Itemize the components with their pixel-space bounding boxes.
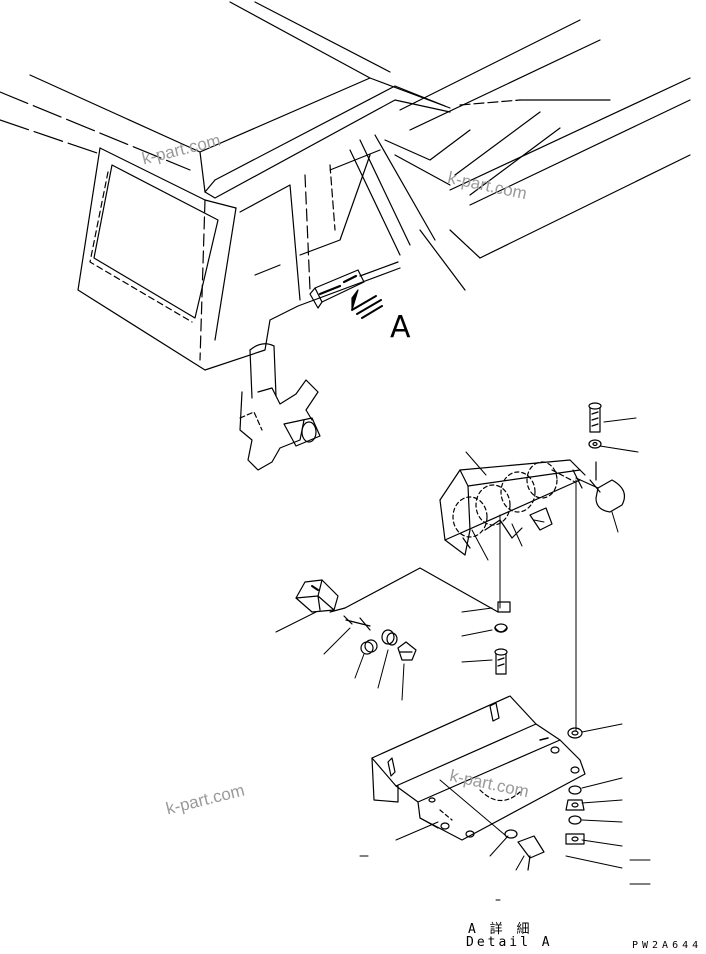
caption-english: Detail A — [466, 935, 553, 950]
washer — [494, 439, 602, 839]
connector — [295, 567, 499, 661]
caption-japanese: A 詳 細 — [468, 922, 533, 937]
mounting-bracket — [371, 695, 586, 841]
bolt — [494, 402, 602, 871]
view-label-a: A — [390, 310, 412, 345]
drawing-code: PW2A644 — [632, 940, 703, 951]
nut — [565, 799, 585, 845]
lamp-bulb — [575, 461, 625, 513]
lamp-housing — [439, 459, 586, 556]
cab-and-frame — [0, 1, 691, 471]
leader-lines — [275, 417, 651, 901]
